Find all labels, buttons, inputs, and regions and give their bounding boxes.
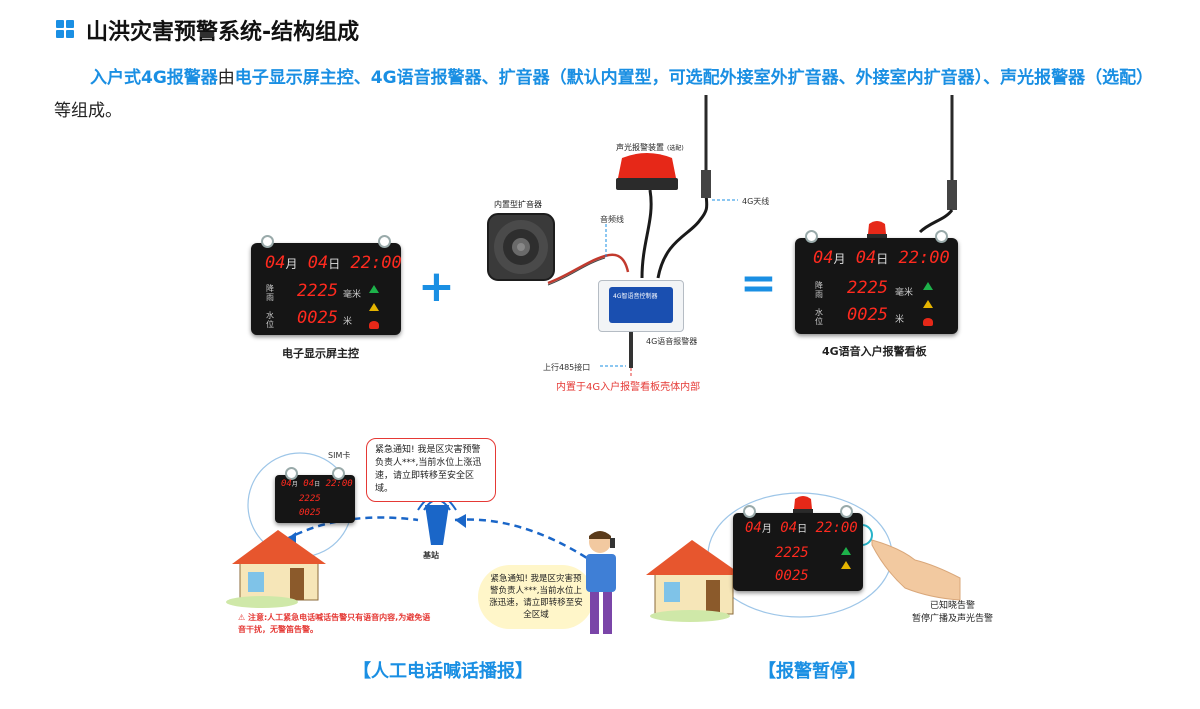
water-value: 0025 <box>847 305 888 325</box>
caller-person-icon <box>586 531 616 634</box>
led-day: 04 <box>780 520 798 536</box>
led-day: 04 <box>307 253 329 273</box>
caption-screen: 电子显示屏主控 <box>282 347 359 360</box>
caption-audio-line: 音频线 <box>600 215 624 224</box>
rain-label: 降雨 <box>266 284 274 302</box>
led-month-cn: 月 <box>833 252 846 266</box>
page-title: 山洪灾害预警系统-结构组成 <box>86 20 360 45</box>
water-value: 0025 <box>775 568 809 584</box>
water-unit: 米 <box>343 317 353 327</box>
caption-builtin: 内置于4G入户报警看板壳体内部 <box>556 382 701 393</box>
led-month: 04 <box>813 248 834 268</box>
controller-label: 4G智语音控制器 <box>613 293 658 300</box>
led-month: 04 <box>265 253 286 273</box>
display-panel-main: 04月 04日 22:00 降雨 2225 毫米 水位 0025 米 <box>251 235 402 335</box>
rain-label: 降雨 <box>815 281 823 299</box>
water-label: 水位 <box>815 308 823 326</box>
equals-sign: = <box>740 258 777 309</box>
led-time: 22:00 <box>815 520 858 536</box>
led-month-cn: 月 <box>761 524 772 535</box>
water-value: 0025 <box>299 508 321 518</box>
intro-ending: 等组成。 <box>54 101 122 121</box>
caption-controller: 4G语音报警器 <box>646 337 698 346</box>
status-indicator-icons <box>369 285 383 329</box>
led-month-cn: 月 <box>291 481 298 488</box>
sim-label: SIM卡 <box>328 451 351 460</box>
caller-speech-bubble: 紧急通知! 我是区灾害预警负责人***,当前水位上涨迅速，请立即转移至安全区域 <box>478 565 594 629</box>
alarm-light-icon <box>616 153 678 190</box>
led-time: 22:00 <box>898 248 950 268</box>
intro-paragraph: 入户式4G报警器由电子显示屏主控、4G语音报警器、扩音器（默认内置型，可选配外接… <box>54 62 1164 128</box>
water-unit: 米 <box>895 315 905 325</box>
scenario-phone-title: 【人工电话喊话播报】 <box>353 661 533 682</box>
led-day-cn: 日 <box>797 524 808 535</box>
base-station-label: 基站 <box>423 551 439 560</box>
ack-line-2: 暂停广播及声光告警 <box>912 614 994 624</box>
led-month-cn: 月 <box>285 257 298 271</box>
ack-line-1: 已知晓告警 <box>930 601 976 611</box>
intro-components: 电子显示屏主控、4G语音报警器、扩音器（默认内置型，可选配外接室外扩音器、外接室… <box>234 68 1154 88</box>
ack-note: 已知晓告警暂停广播及声光告警 <box>912 600 993 626</box>
plus-sign: + <box>418 261 455 312</box>
speaker-icon <box>487 213 555 281</box>
rain-value: 2225 <box>847 278 888 298</box>
display-panel-result: 04月 04日 22:00 降雨 2225 毫米 水位 0025 米 <box>795 230 958 334</box>
led-time: 22:00 <box>325 479 353 489</box>
led-time: 22:00 <box>350 253 402 273</box>
title-grid-icon <box>56 20 74 38</box>
warning-icon: ⚠ <box>238 613 248 622</box>
caption-result: 4G语音入户报警看板 <box>822 345 927 358</box>
led-day-cn: 日 <box>328 257 341 271</box>
voice-broadcast-bubble: 紧急通知! 我是区灾害预警负责人***,当前水位上涨迅速，请立即转移至安全区域。 <box>366 438 496 502</box>
scenario-pause-title: 【报警暂停】 <box>758 661 866 682</box>
led-day: 04 <box>855 248 877 268</box>
rain-value: 2225 <box>299 494 321 504</box>
rain-value: 2225 <box>297 281 338 301</box>
intro-connector: 由 <box>217 68 235 88</box>
caption-antenna: 4G天线 <box>742 197 770 206</box>
led-month: 04 <box>745 520 762 536</box>
phone-warning-note: ⚠ 注意:人工紧急电话喊话告警只有语音内容,为避免语音干扰，无警笛告警。 <box>238 613 431 634</box>
caption-speaker: 内置型扩音器 <box>494 200 542 209</box>
pause-alarm-light-icon <box>793 496 813 514</box>
led-day: 04 <box>303 479 315 489</box>
rain-unit: 毫米 <box>895 288 914 298</box>
result-alarm-light-icon <box>867 221 887 239</box>
voice-controller-box: 4G智语音控制器 <box>598 280 684 332</box>
status-indicator-icons <box>841 547 855 569</box>
led-day-cn: 日 <box>314 481 321 488</box>
led-day-cn: 日 <box>876 252 889 266</box>
status-indicator-icons <box>923 282 937 326</box>
rain-unit: 毫米 <box>343 290 362 300</box>
caption-rs485: 上行485接口 <box>543 363 591 372</box>
display-panel-phone-scenario: 04月 04日 22:00 2225 0025 <box>275 467 355 523</box>
led-month: 04 <box>281 479 292 489</box>
display-panel-pause: 04月 04日 22:00 2225 0025 <box>733 505 863 591</box>
water-label: 水位 <box>266 311 274 329</box>
intro-product: 入户式4G报警器 <box>90 68 218 88</box>
caption-alarm-light: 声光报警装置(选配) <box>616 143 684 152</box>
water-value: 0025 <box>297 308 338 328</box>
rain-value: 2225 <box>775 545 809 561</box>
